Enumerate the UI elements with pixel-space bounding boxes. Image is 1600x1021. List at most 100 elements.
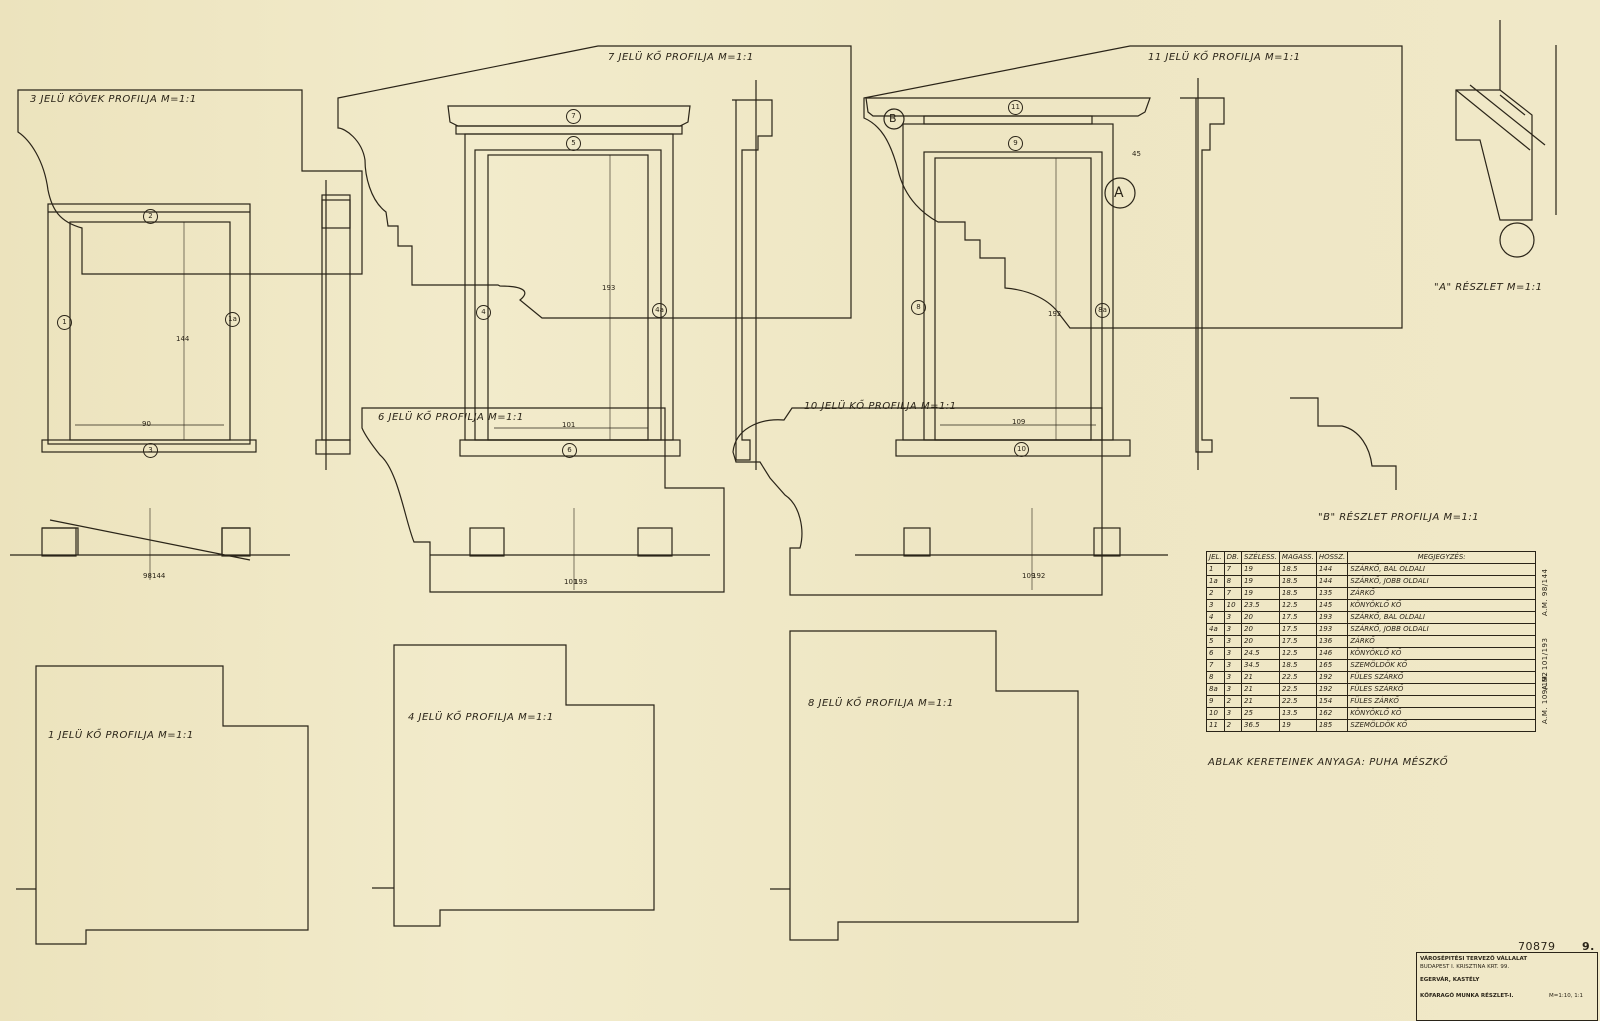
table-cell: SZEMÖLDÖK KŐ — [1347, 659, 1536, 672]
dim-plan-1a: 98 — [143, 572, 152, 580]
dim-width-3: 109 — [1012, 418, 1026, 426]
mark-8: 8 — [911, 300, 926, 315]
profile-6-label: 6 JELÜ KŐ PROFILJA M=1:1 — [378, 412, 524, 423]
table-cell: 20 — [1241, 623, 1280, 636]
material-note: ABLAK KERETEINEK ANYAGA: PUHA MÉSZKŐ — [1208, 757, 1449, 768]
table-cell: 193 — [1315, 623, 1349, 636]
dim-plan-3a: 109 — [1022, 572, 1036, 580]
table-cell: 145 — [1315, 599, 1349, 612]
sheet-number: 9. — [1582, 940, 1595, 953]
profile-1-label: 1 JELÜ KŐ PROFILJA M=1:1 — [48, 730, 194, 741]
mark-1a: 1a — [225, 312, 240, 327]
table-cell: 7 — [1223, 563, 1243, 576]
mark-9: 9 — [1008, 136, 1023, 151]
profile-8-label: 8 JELÜ KŐ PROFILJA M=1:1 — [808, 698, 954, 709]
table-cell: 12.5 — [1278, 647, 1317, 660]
dim-plan-2b: 193 — [574, 578, 588, 586]
table-cell: 144 — [1315, 563, 1349, 576]
table-cell: 2 — [1223, 719, 1243, 732]
title-block: VÁROSÉPITÉSI TERVEZŐ VÁLLALAT BUDAPEST I… — [1416, 952, 1598, 1021]
mark-5: 5 — [566, 136, 581, 151]
table-cell: 3 — [1223, 683, 1243, 696]
table-cell: 8a — [1206, 683, 1225, 696]
table-cell: 11 — [1206, 719, 1225, 732]
table-cell: 135 — [1315, 587, 1349, 600]
window-1-frame — [47, 203, 251, 445]
table-cell: 18.5 — [1278, 563, 1317, 576]
table-cell: 185 — [1315, 719, 1349, 732]
mark-2: 2 — [143, 209, 158, 224]
profile-10-label: 10 JELÜ KŐ PROFILJA M=1:1 — [804, 401, 957, 412]
table-cell: 17.5 — [1278, 635, 1317, 648]
table-cell: 193 — [1315, 611, 1349, 624]
table-cell: 162 — [1315, 707, 1349, 720]
table-cell: FÜLES ZÁRKŐ — [1347, 695, 1536, 708]
table-cell: 154 — [1315, 695, 1349, 708]
table-cell: 21 — [1241, 695, 1280, 708]
detail-a — [1455, 89, 1533, 221]
table-cell: 21 — [1241, 671, 1280, 684]
table-cell: KÖNYÖKLŐ KŐ — [1347, 647, 1536, 660]
table-cell: 3 — [1223, 671, 1243, 684]
table-cell: 8 — [1223, 575, 1243, 588]
profile-6-outline — [361, 407, 725, 593]
window-11-pediment — [865, 97, 1151, 117]
table-cell: 25 — [1241, 707, 1280, 720]
table-cell: 144 — [1315, 575, 1349, 588]
mark-6: 6 — [562, 443, 577, 458]
table-cell: SZÁRKŐ, BAL OLDALI — [1347, 563, 1536, 576]
table-cell: 19 — [1278, 719, 1317, 732]
table-cell: 7 — [1223, 587, 1243, 600]
company-name: VÁROSÉPITÉSI TERVEZŐ VÁLLALAT — [1420, 956, 1528, 962]
table-cell: 3 — [1223, 647, 1243, 660]
table-cell: 4a — [1206, 623, 1225, 636]
table-cell: 7 — [1206, 659, 1225, 672]
table-cell: 22.5 — [1278, 683, 1317, 696]
mark-11: 11 — [1008, 100, 1023, 115]
table-cell: 3 — [1223, 611, 1243, 624]
profile-4-label: 4 JELÜ KŐ PROFILJA M=1:1 — [408, 712, 554, 723]
table-cell: FÜLES SZÁRKŐ — [1347, 683, 1536, 696]
profile-7-outline — [337, 45, 852, 319]
detail-b-profile — [1290, 397, 1397, 490]
table-cell: ZÁRKŐ — [1347, 587, 1536, 600]
table-cell: 23.5 — [1241, 599, 1280, 612]
dim-plan-1b: 144 — [152, 572, 166, 580]
table-cell: 8 — [1206, 671, 1225, 684]
table-cell: 36.5 — [1241, 719, 1280, 732]
table-cell: 136 — [1315, 635, 1349, 648]
table-cell: 192 — [1315, 683, 1349, 696]
profile-10-outline — [732, 407, 1103, 596]
table-cell: SZEMÖLDÖK KŐ — [1347, 719, 1536, 732]
table-cell: 20 — [1241, 635, 1280, 648]
table-cell: 1a — [1206, 575, 1225, 588]
dim-plan-3b: 192 — [1032, 572, 1046, 580]
table-cell: 1 — [1206, 563, 1225, 576]
document-number: 70879 — [1518, 940, 1556, 953]
mark-3: 3 — [143, 443, 158, 458]
mark-8a: 8a — [1095, 303, 1110, 318]
detail-b-label: "B" RÉSZLET PROFILJA M=1:1 — [1318, 512, 1480, 523]
table-cell: SZÁRKŐ, JOBB OLDALI — [1347, 623, 1536, 636]
table-cell: 165 — [1315, 659, 1349, 672]
table-cell: 10 — [1223, 599, 1243, 612]
stone-schedule-table: JEL. DB. SZÉLESS. MAGASS. HOSSZ. MEGJEGY… — [1206, 551, 1536, 732]
table-cell: 19 — [1241, 563, 1280, 576]
table-cell: FÜLES SZÁRKŐ — [1347, 671, 1536, 684]
table-cell: 6 — [1206, 647, 1225, 660]
col-header: HOSSZ. — [1315, 551, 1349, 564]
mark-4a: 4a — [652, 303, 667, 318]
table-cell: 5 — [1206, 635, 1225, 648]
table-cell: 17.5 — [1278, 611, 1317, 624]
mark-b: B — [889, 112, 898, 125]
